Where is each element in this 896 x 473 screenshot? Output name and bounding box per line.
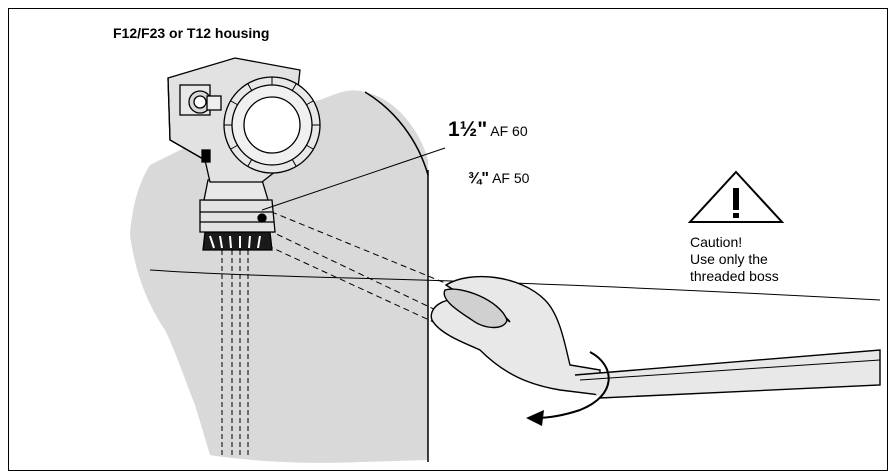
transmitter-housing	[167, 57, 321, 183]
figure-title: F12/F23 or T12 housing	[113, 25, 270, 41]
tank-rim-line	[149, 269, 881, 301]
dimension-leader	[261, 147, 446, 211]
mounting-lines	[221, 250, 249, 455]
caution-line: Use only the	[690, 251, 768, 267]
caution-note: Caution! Use only the threaded boss	[690, 234, 779, 285]
dimension-size: 1½"	[448, 118, 488, 141]
wrench	[430, 275, 881, 399]
dimension-unit: AF 60	[490, 123, 528, 139]
tank-body	[130, 90, 428, 463]
caution-line: threaded boss	[690, 268, 779, 284]
dimension-af60: 1½" AF 60	[448, 118, 528, 142]
warning-triangle-icon	[687, 170, 785, 223]
threaded-boss	[199, 179, 276, 251]
dimension-af50: ¾" AF 50	[468, 170, 529, 188]
dimension-size: ¾"	[468, 170, 489, 187]
tank-top-edge	[364, 91, 429, 176]
caution-line: Caution!	[690, 234, 743, 250]
wrench-guide-lines	[239, 207, 451, 326]
dimension-unit: AF 50	[492, 170, 530, 186]
rotation-arrow-icon	[526, 351, 610, 426]
